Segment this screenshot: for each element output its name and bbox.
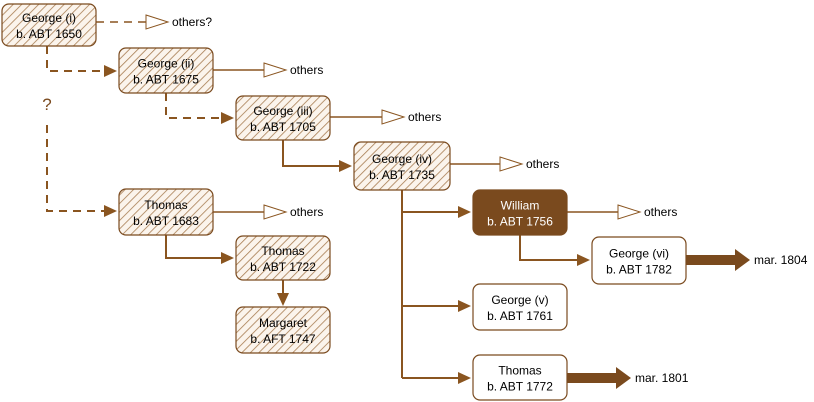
arrowhead-margaret (277, 293, 289, 306)
connector-george-i-to-george-ii (46, 46, 104, 72)
connector-thomas-1683-to-thomas-1722 (165, 235, 221, 259)
person-box-margaret[interactable]: Margaret b. AFT 1747 (235, 306, 331, 354)
person-box-william[interactable]: William b. ABT 1756 (472, 189, 568, 236)
marriage-label: mar. 1804 (754, 253, 808, 267)
person-box-thomas-1722[interactable]: Thomas b. ABT 1722 (235, 235, 331, 281)
person-name: George (iii) (253, 104, 312, 118)
person-box-frame (591, 236, 687, 285)
person-birth: b. ABT 1705 (250, 120, 316, 134)
person-birth: b. ABT 1761 (487, 309, 553, 323)
arrowheads (104, 14, 750, 389)
person-box-george-v[interactable]: George (v) b. ABT 1761 (472, 283, 568, 331)
others-link-george-iv-arrowhead (499, 156, 524, 172)
connector-george-iii-to-george-iv (282, 140, 339, 167)
person-box-frame (472, 189, 568, 236)
others-link-william-arrowhead (617, 204, 642, 220)
person-birth: b. ABT 1683 (133, 214, 199, 228)
text-labels: others? others others others others others mar… (42, 15, 807, 385)
person-name: Thomas (261, 244, 304, 258)
arrowhead-thomas-1683 (104, 205, 117, 217)
person-box-george-iv[interactable]: George (iv) b. ABT 1735 (353, 141, 451, 191)
person-birth: b. ABT 1735 (369, 168, 435, 182)
others-label: others (644, 205, 677, 219)
others-link-george-iii-arrowhead (381, 109, 406, 125)
person-name: George (ii) (138, 57, 195, 71)
person-birth: b. ABT 1772 (487, 380, 553, 394)
person-name: Thomas (498, 364, 541, 378)
person-name: George (vi) (609, 247, 669, 261)
person-name: Thomas (144, 198, 187, 212)
person-box-frame (235, 306, 331, 354)
arrowhead-george-v (458, 300, 471, 312)
uncertain-link-question-mark: ? (42, 95, 51, 114)
person-box-frame (235, 95, 331, 141)
person-name: William (501, 199, 540, 213)
person-box-frame (118, 188, 214, 236)
person-box-frame (353, 141, 451, 191)
person-box-frame (472, 283, 568, 331)
person-box-frame (118, 47, 214, 94)
person-name: George (v) (491, 293, 548, 307)
others-link-thomas-1683-arrowhead (263, 204, 288, 220)
arrowhead-george-ii (104, 65, 117, 77)
person-box-frame (1, 3, 97, 47)
person-birth: b. ABT 1756 (487, 215, 553, 229)
connector-lines (46, 21, 618, 379)
person-box-frame (235, 235, 331, 281)
person-box-george-ii[interactable]: George (ii) b. ABT 1675 (118, 47, 214, 94)
others-label: others? (172, 15, 212, 29)
others-label: others (408, 110, 441, 124)
person-name: George (i) (22, 11, 76, 25)
person-birth: b. ABT 1650 (16, 27, 82, 41)
person-box-thomas-1772[interactable]: Thomas b. ABT 1772 (472, 354, 568, 401)
person-birth: b. ABT 1782 (606, 263, 672, 277)
person-box-george-vi[interactable]: George (vi) b. ABT 1782 (591, 236, 687, 285)
person-name: George (iv) (372, 152, 432, 166)
connector-george-i-to-thomas-1683 (46, 125, 104, 212)
person-birth: b. AFT 1747 (250, 332, 315, 346)
others-label: others (290, 63, 323, 77)
marriage-arrow-thomas-1772 (567, 367, 631, 389)
marriage-arrow-george-vi (686, 249, 750, 271)
others-link-george-i-arrowhead (145, 14, 170, 30)
others-link-george-ii-arrowhead (263, 62, 288, 78)
arrowhead-george-vi (577, 254, 590, 266)
person-birth: b. ABT 1722 (250, 260, 316, 274)
arrowhead-william (458, 206, 471, 218)
person-box-frame (472, 354, 568, 401)
person-box-george-iii[interactable]: George (iii) b. ABT 1705 (235, 95, 331, 141)
connector-william-to-george-vi (519, 235, 577, 261)
others-label: others (526, 157, 559, 171)
others-label: others (290, 205, 323, 219)
marriage-label: mar. 1801 (635, 371, 689, 385)
arrowhead-george-iii (221, 112, 234, 124)
connector-george-ii-to-george-iii (165, 93, 221, 119)
arrowhead-george-iv (339, 160, 352, 172)
arrowhead-thomas-1772 (458, 372, 471, 384)
arrowhead-thomas-1722 (221, 252, 234, 264)
person-birth: b. ABT 1675 (133, 73, 199, 87)
person-box-george-i[interactable]: George (i) b. ABT 1650 (1, 3, 97, 47)
person-box-thomas-1683[interactable]: Thomas b. ABT 1683 (118, 188, 214, 236)
person-name: Margaret (259, 316, 308, 330)
